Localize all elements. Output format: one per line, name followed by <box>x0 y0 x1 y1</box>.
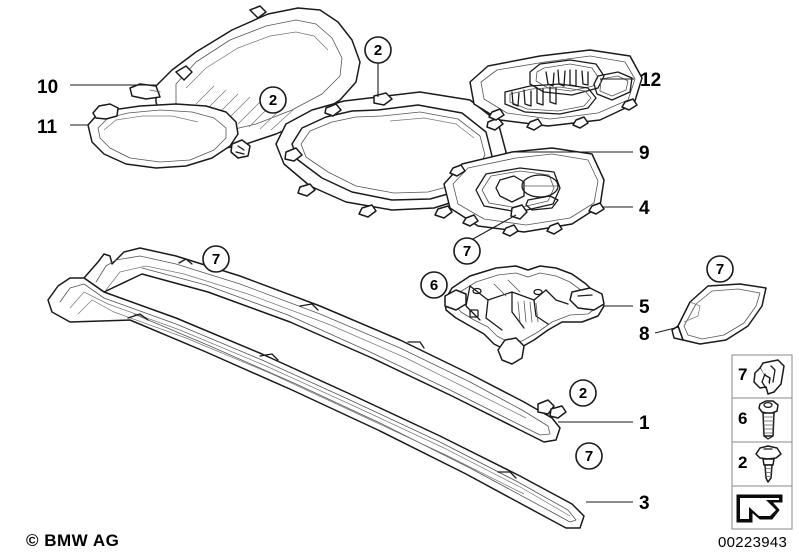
label-8: 8 <box>639 324 650 345</box>
label-1: 1 <box>639 413 650 434</box>
callout-circles <box>202 36 734 470</box>
part-cup-holder-insert <box>469 49 643 131</box>
label-10: 10 <box>37 77 59 98</box>
callout-7-left-trim[interactable]: 7 <box>211 251 221 268</box>
callout-2-c-circle[interactable] <box>569 379 597 407</box>
legend-number-6: 6 <box>738 409 748 428</box>
leader-line-8 <box>654 326 680 334</box>
callout-2-top[interactable]: 2 <box>373 42 383 59</box>
callout-7-side-trim[interactable]: 7 <box>584 448 594 465</box>
diagram-part-number: 00223943 <box>718 534 788 551</box>
label-11: 11 <box>37 117 58 138</box>
part-trim-strip-cover <box>671 283 767 345</box>
part-console-support-bracket <box>444 265 605 365</box>
label-5: 5 <box>639 297 650 318</box>
callout-7-c-circle[interactable] <box>706 255 734 283</box>
callout-2-a-circle[interactable] <box>364 36 392 64</box>
label-9: 9 <box>639 143 650 164</box>
callout-7-b-circle[interactable] <box>202 245 230 273</box>
callout-2-side-trim[interactable]: 2 <box>578 385 588 402</box>
copyright-notice: © BMW AG <box>26 531 120 550</box>
callout-6-bracket[interactable]: 6 <box>429 277 439 294</box>
part-left-console-side-trim <box>83 247 567 443</box>
hex-flange-bolt-icon <box>758 400 779 440</box>
callout-7-strip[interactable]: 7 <box>715 261 725 278</box>
callout-7-surround[interactable]: 7 <box>462 243 472 260</box>
part-armrest-cover <box>87 103 251 169</box>
callout-7-d-circle[interactable] <box>575 442 603 470</box>
callout-2-lid[interactable]: 2 <box>268 92 278 109</box>
direction-arrow-icon <box>736 494 783 523</box>
callout-7-a-circle[interactable] <box>453 237 481 265</box>
label-12: 12 <box>640 70 662 91</box>
legend-number-2: 2 <box>738 453 748 472</box>
leader-lines <box>70 63 680 503</box>
legend-box <box>731 354 793 530</box>
leader-line-callout-7-a <box>472 214 517 240</box>
retaining-clip-icon <box>753 359 785 395</box>
expanding-rivet-screw-icon <box>755 445 782 483</box>
legend-number-7: 7 <box>738 365 748 384</box>
callout-2-b-circle[interactable] <box>259 86 287 114</box>
part-shift-surround-trim <box>443 147 605 237</box>
callout-6-circle[interactable] <box>420 271 448 299</box>
label-4: 4 <box>639 198 650 219</box>
part-right-console-side-trim <box>47 277 585 529</box>
label-3: 3 <box>639 493 650 514</box>
